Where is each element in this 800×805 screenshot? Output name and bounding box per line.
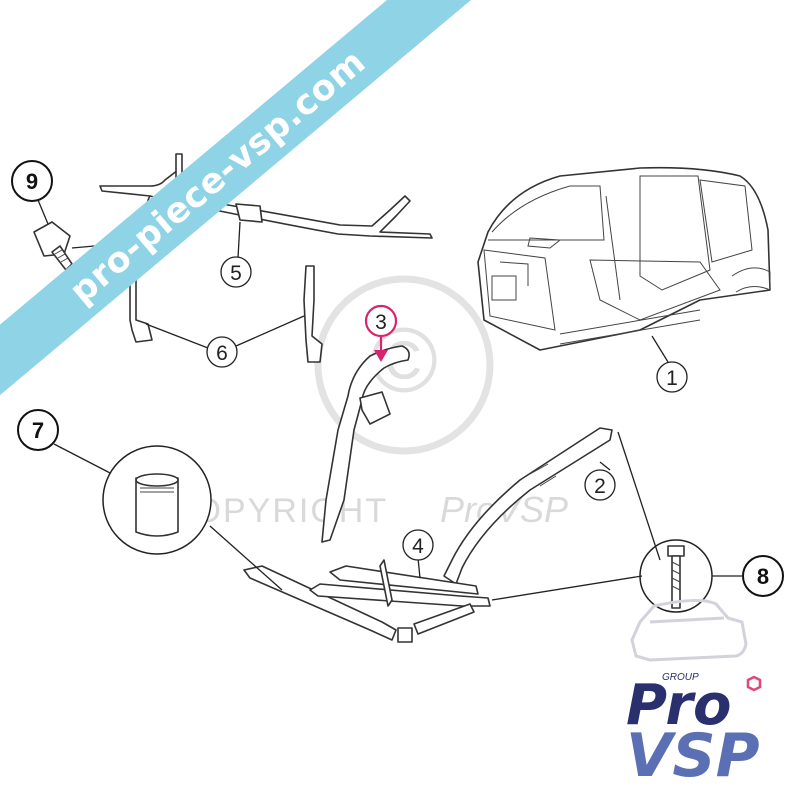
logo-pro-text: Pro (626, 673, 731, 738)
part-6-marker[interactable] (206, 336, 238, 368)
callout-8-number: 8 (757, 564, 769, 589)
part-3-arrow-icon (374, 350, 388, 362)
hexagon-icon (746, 675, 762, 692)
part-5-marker[interactable] (220, 256, 252, 288)
callout-7-number: 7 (32, 418, 44, 443)
part-1-number: 1 (666, 367, 678, 390)
part-2-number: 2 (594, 475, 606, 498)
part-4-marker[interactable] (402, 529, 434, 561)
car-outline-icon (630, 599, 748, 662)
part-4-number: 4 (412, 535, 424, 558)
part-2-marker[interactable] (584, 469, 616, 501)
callout-7-circle[interactable] (17, 409, 59, 451)
part-2-bar (443, 427, 613, 585)
screw-icon (33, 221, 73, 271)
callout-9-circle[interactable] (11, 160, 53, 202)
part-3-pipe (321, 345, 410, 543)
part-4-frame (243, 559, 491, 643)
callout-9-number: 9 (26, 169, 38, 194)
part-1-vehicle-body (477, 166, 771, 351)
part-3-number: 3 (375, 311, 387, 334)
part-1-marker[interactable] (656, 361, 688, 393)
logo-group-text: GROUP (662, 672, 699, 683)
part-5-number: 5 (230, 262, 242, 285)
logo-vsp-text: VSP (626, 721, 760, 791)
grommet-icon (135, 473, 179, 537)
part-6-number: 6 (216, 342, 228, 365)
provsp-logo: GROUP Pro VSP (626, 599, 762, 791)
bolt-icon (667, 545, 685, 609)
